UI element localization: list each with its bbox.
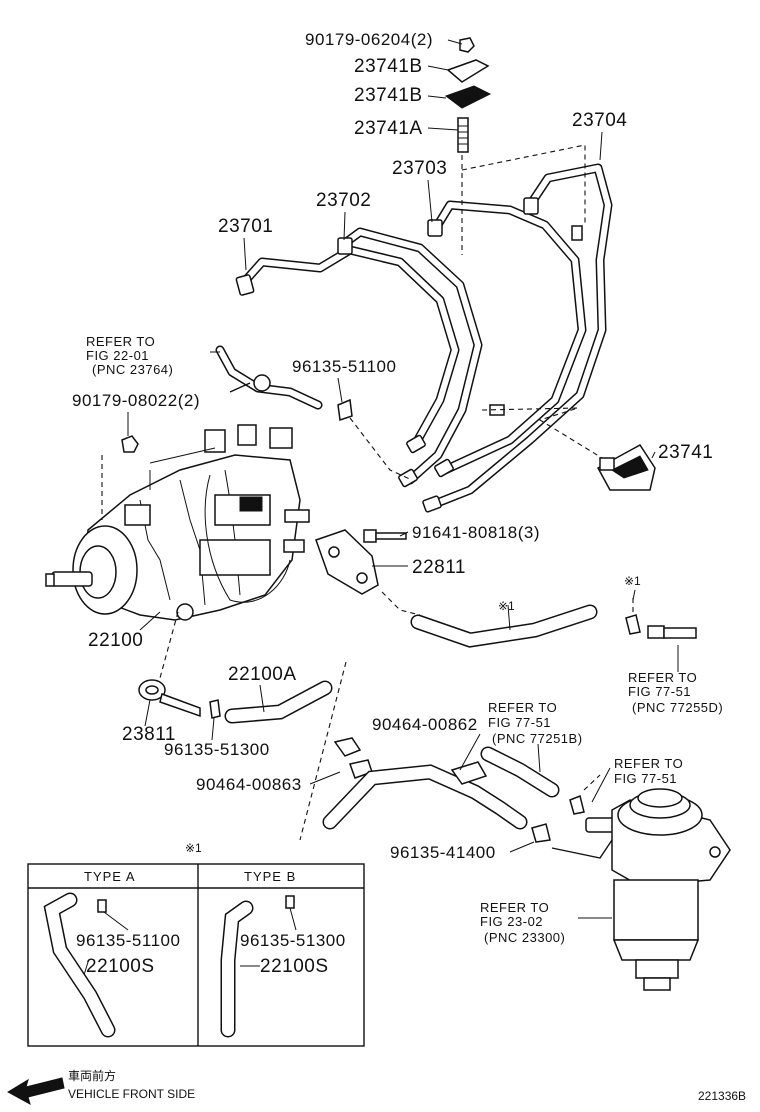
- mark1-hose: ※1: [498, 599, 515, 613]
- label-96135-51100[interactable]: 96135-51100: [292, 357, 396, 376]
- label-23811[interactable]: 23811: [122, 724, 176, 745]
- injection-pipes-group: [235, 163, 613, 513]
- mark1-clip: ※1: [624, 574, 641, 588]
- clip-mark1[interactable]: [625, 614, 641, 635]
- type-b-hose[interactable]: [220, 900, 254, 1038]
- refer-to-labels: REFER TO FIG 22-01 (PNC 23764) REFER TO …: [86, 334, 723, 945]
- ref-77-51-a-line2: FIG 77-51: [628, 684, 691, 699]
- type-a-clip[interactable]: [97, 899, 107, 913]
- label-22100[interactable]: 22100: [88, 630, 143, 651]
- bolt-91641-80818[interactable]: [363, 529, 407, 543]
- leader-lines: [127, 39, 679, 919]
- jp-front-label: 車両前方: [68, 1068, 116, 1083]
- label-90179-06204[interactable]: 90179-06204(2): [305, 30, 433, 49]
- type-b-clip[interactable]: [285, 895, 295, 909]
- label-23741[interactable]: 23741: [658, 442, 713, 463]
- label-90179-08022[interactable]: 90179-08022(2): [72, 391, 200, 410]
- part-labels: 90179-06204(2) 23741B 23741B 23741A 2370…: [72, 30, 713, 862]
- ref-77-51-c-line2: FIG 77-51: [614, 771, 677, 786]
- clip-ref-77-51-c[interactable]: [569, 794, 585, 815]
- inset-mark: ※1: [185, 841, 202, 855]
- pipe-end-ref-77-51: [647, 625, 697, 639]
- clip-96135-51100[interactable]: [337, 398, 353, 421]
- vehicle-front-arrow-icon: [6, 1077, 65, 1106]
- type-b-part2[interactable]: 22100S: [260, 956, 329, 977]
- label-96135-51300[interactable]: 96135-51300: [164, 740, 270, 759]
- clip-96135-51300[interactable]: [209, 699, 221, 719]
- ref-23-02-line2: FIG 23-02: [480, 914, 543, 929]
- fuel-hose-lower[interactable]: [322, 764, 528, 830]
- type-a-part2[interactable]: 22100S: [86, 956, 155, 977]
- label-23702[interactable]: 23702: [316, 190, 371, 211]
- ref-77-51-b-line2: FIG 77-51: [488, 715, 551, 730]
- fitting-23811[interactable]: [138, 679, 201, 718]
- clamp-90464-00863[interactable]: [333, 737, 373, 779]
- clip-96135-41400[interactable]: [531, 823, 551, 843]
- return-pipe-ref-22-01[interactable]: [215, 345, 323, 410]
- clamp-23741B-lower[interactable]: [444, 85, 492, 109]
- clamp-23741B-upper[interactable]: [446, 59, 490, 83]
- bolt-23741A[interactable]: [457, 117, 469, 153]
- hose-ref-77-51-b[interactable]: [480, 746, 560, 798]
- nut-90179-08022[interactable]: [121, 435, 139, 453]
- ref-22-01-line1: REFER TO: [86, 334, 155, 349]
- nut-90179-06204[interactable]: [459, 37, 475, 53]
- ref-77-51-a-line3: (PNC 77255D): [632, 700, 723, 715]
- type-b-part1[interactable]: 96135-51300: [240, 931, 346, 950]
- clamp-23741[interactable]: [596, 444, 656, 491]
- label-90464-00863[interactable]: 90464-00863: [196, 775, 302, 794]
- footer: 車両前方 VEHICLE FRONT SIDE 221336B: [6, 1068, 746, 1106]
- vehicle-front-label: VEHICLE FRONT SIDE: [68, 1087, 195, 1101]
- inset-type-table: ※1 TYPE A TYPE B 96135-51100 22100S 9613…: [27, 841, 365, 1047]
- type-b-title: TYPE B: [244, 869, 296, 884]
- hose-22100A[interactable]: [224, 680, 333, 724]
- drawing-number: 221336B: [698, 1089, 746, 1103]
- label-23704[interactable]: 23704: [572, 110, 627, 131]
- ref-23-02-line3: (PNC 23300): [484, 930, 565, 945]
- clamp-90464-00862[interactable]: [450, 761, 488, 785]
- ref-23-02-line1: REFER TO: [480, 900, 549, 915]
- pipe-clamp-upper: [571, 225, 583, 241]
- hose-mark1-upper[interactable]: [410, 604, 598, 648]
- ref-77-51-b-line1: REFER TO: [488, 700, 557, 715]
- fuel-filter-assembly[interactable]: [551, 788, 731, 991]
- ref-22-01-line2: FIG 22-01: [86, 348, 149, 363]
- ref-77-51-c-line1: REFER TO: [614, 756, 683, 771]
- label-96135-41400[interactable]: 96135-41400: [390, 843, 496, 862]
- injection-pump-22100[interactable]: [45, 424, 310, 621]
- ref-77-51-a-line1: REFER TO: [628, 670, 697, 685]
- label-90464-00862[interactable]: 90464-00862: [372, 715, 478, 734]
- label-23741A[interactable]: 23741A: [354, 118, 423, 139]
- label-23741B-lower[interactable]: 23741B: [354, 85, 423, 106]
- label-22811[interactable]: 22811: [412, 557, 466, 578]
- label-23701[interactable]: 23701: [218, 216, 273, 237]
- clamp-stack: [444, 37, 492, 153]
- label-23741B-upper[interactable]: 23741B: [354, 56, 423, 77]
- type-a-title: TYPE A: [84, 869, 136, 884]
- type-a-hose[interactable]: [43, 892, 116, 1038]
- ref-77-51-b-line3: (PNC 77251B): [492, 731, 583, 746]
- ref-22-01-line3: (PNC 23764): [92, 362, 173, 377]
- type-a-part1[interactable]: 96135-51100: [76, 931, 180, 950]
- label-91641-80818[interactable]: 91641-80818(3): [412, 523, 540, 542]
- label-23703[interactable]: 23703: [392, 158, 447, 179]
- label-22100A[interactable]: 22100A: [228, 664, 297, 685]
